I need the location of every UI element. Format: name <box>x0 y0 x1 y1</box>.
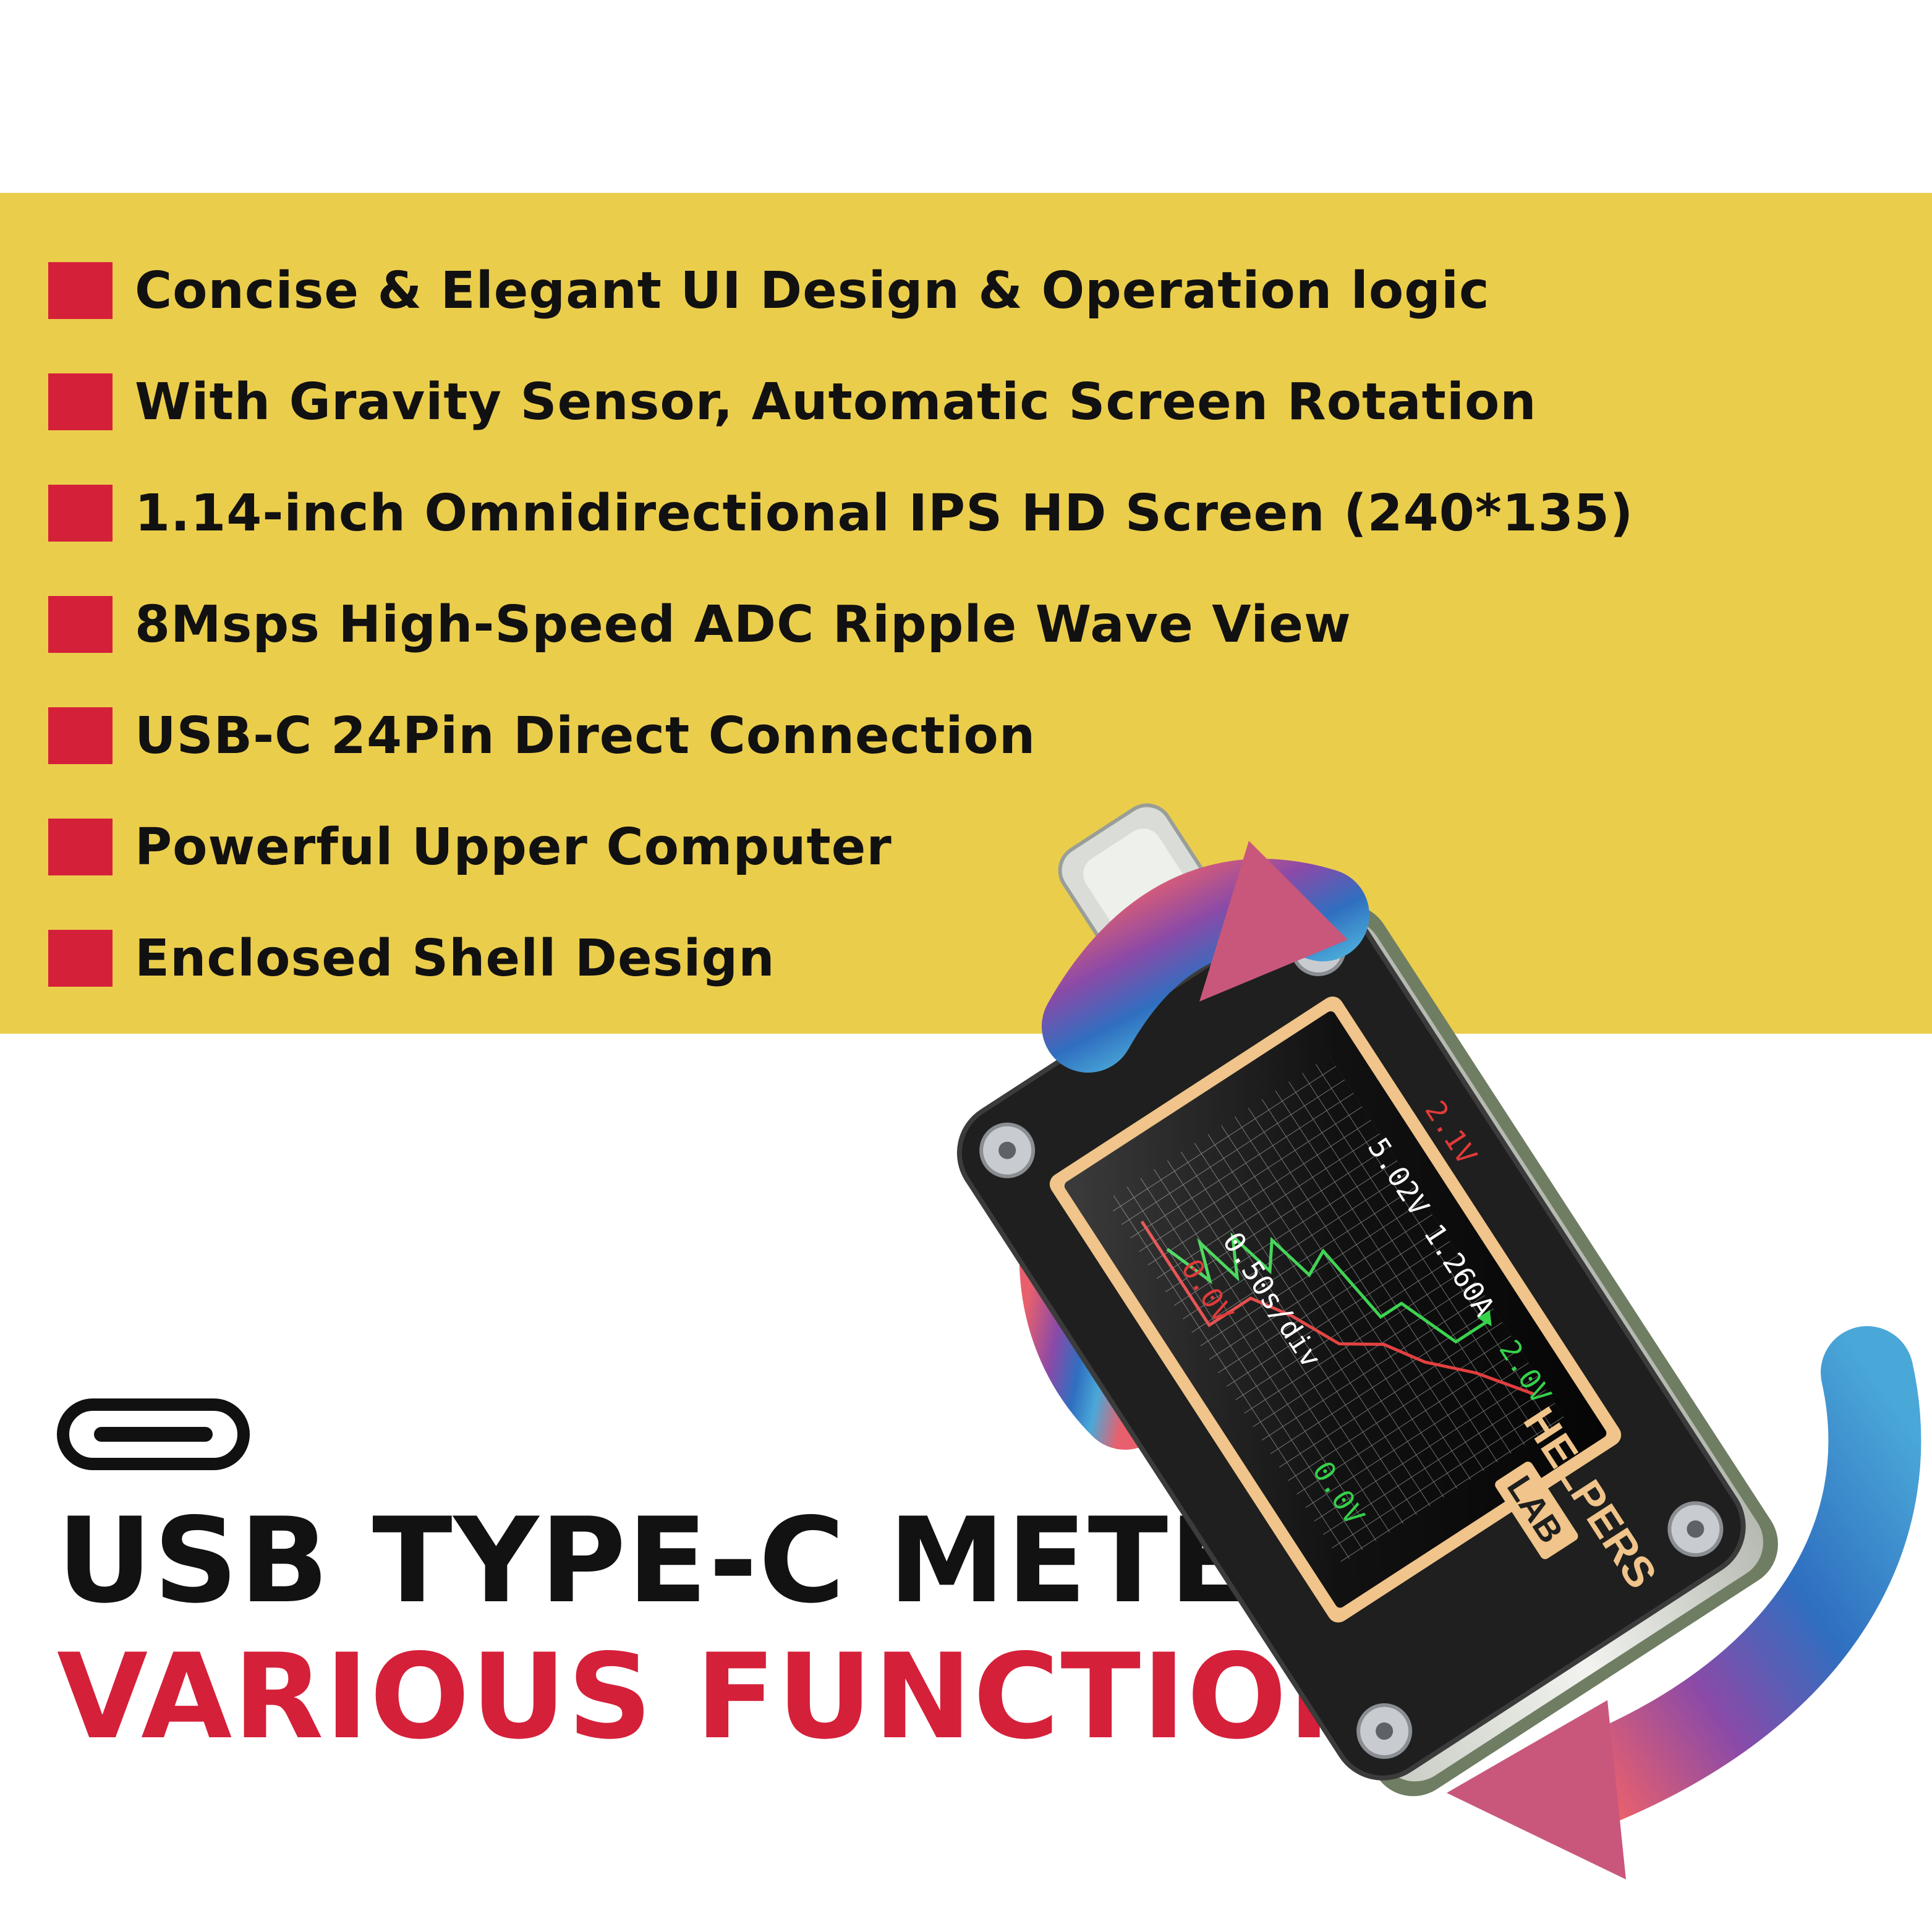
screw-icon <box>1356 1703 1413 1760</box>
screw-icon <box>979 1122 1036 1178</box>
subheadline: VARIOUS FUNCTIONS <box>57 1628 1474 1765</box>
rotation-arrowhead-bottom <box>1447 1700 1626 1879</box>
feature-text: 8Msps High-Speed ADC Ripple Wave View <box>135 595 1351 654</box>
bullet-square-icon <box>48 930 113 987</box>
feature-banner <box>0 193 1932 1034</box>
feature-item: 8Msps High-Speed ADC Ripple Wave View <box>48 569 1872 680</box>
feature-text: USB-C 24Pin Direct Connection <box>135 706 1036 765</box>
rotation-arrow-bottom <box>1549 1326 1921 1827</box>
feature-item: 1.14-inch Omnidirectional IPS HD Screen … <box>48 457 1872 569</box>
bullet-square-icon <box>48 707 113 764</box>
bullet-square-icon <box>48 596 113 653</box>
feature-text: With Gravity Sensor, Automatic Screen Ro… <box>135 372 1537 432</box>
screw-icon <box>1667 1501 1724 1557</box>
feature-list: Concise & Elegant UI Design & Operation … <box>48 235 1872 1014</box>
bullet-square-icon <box>48 373 113 430</box>
feature-text: Enclosed Shell Design <box>135 929 775 988</box>
feature-item: USB-C 24Pin Direct Connection <box>48 680 1872 791</box>
bullet-square-icon <box>48 485 113 542</box>
headline: USB TYPE-C METER <box>57 1492 1343 1629</box>
feature-text: Powerful Upper Computer <box>135 817 892 877</box>
rotation-arrowhead-top <box>1199 841 1348 1002</box>
bullet-square-icon <box>48 262 113 319</box>
feature-item: Enclosed Shell Design <box>48 903 1872 1014</box>
usb-meter-device: 2.1V 5.02V 1.260A ▶ 2.0V 0.50s/div 0.0V … <box>853 767 1932 1932</box>
feature-item: With Gravity Sensor, Automatic Screen Ro… <box>48 346 1872 457</box>
meter-body <box>956 899 1778 1797</box>
feature-item: Powerful Upper Computer <box>48 791 1872 903</box>
bullet-square-icon <box>48 819 113 875</box>
usb-c-port-icon <box>57 1398 250 1470</box>
feature-item: Concise & Elegant UI Design & Operation … <box>48 235 1872 346</box>
device-illustration: 2.1V 5.02V 1.260A ▶ 2.0V 0.50s/div 0.0V … <box>956 803 1921 1879</box>
feature-text: 1.14-inch Omnidirectional IPS HD Screen … <box>135 483 1634 543</box>
feature-text: Concise & Elegant UI Design & Operation … <box>135 261 1490 320</box>
